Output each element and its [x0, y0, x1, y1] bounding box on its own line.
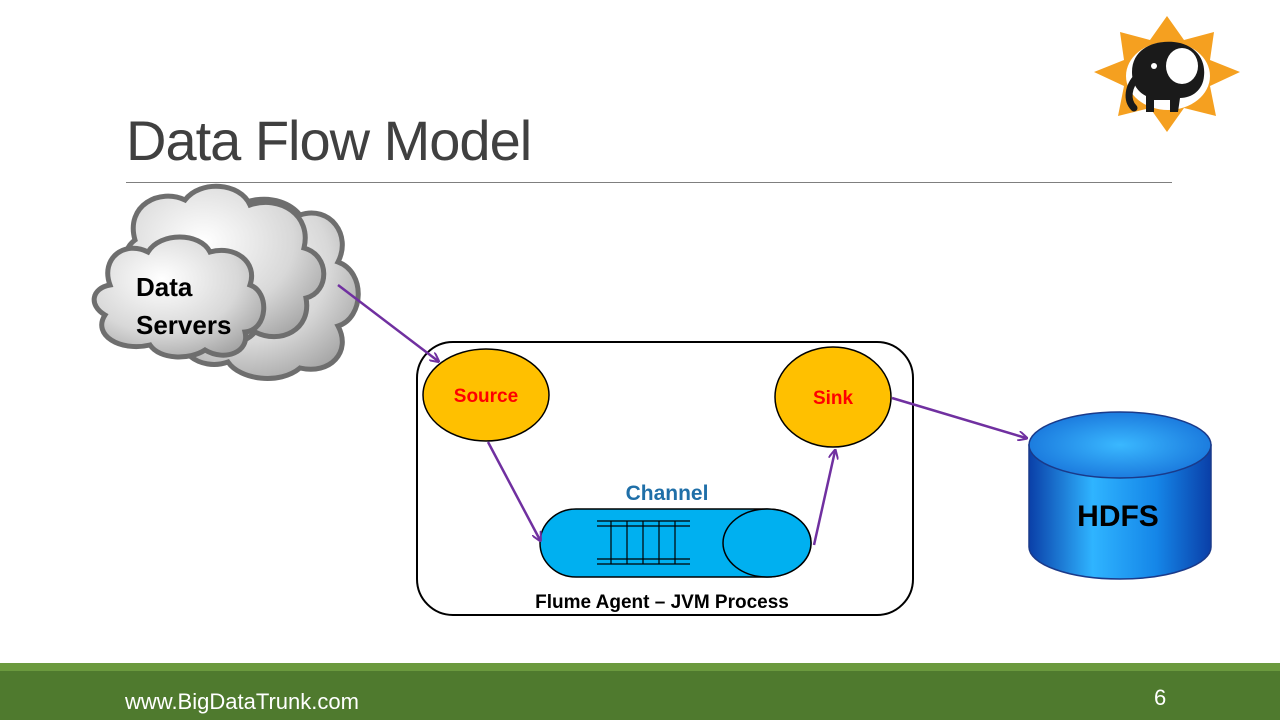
- arrow-sink-to-hdfs: [891, 396, 1026, 438]
- arrow-channel-to-sink: [812, 451, 835, 546]
- arrow-cloud-to-source: [337, 284, 438, 361]
- slide-title: Data Flow Model: [126, 109, 532, 172]
- channel-queue: [597, 520, 690, 565]
- cloud-label-data: Data: [136, 272, 193, 302]
- channel-cylinder: [539, 508, 812, 578]
- source-node: [422, 348, 550, 442]
- hdfs-cylinder: [1028, 411, 1212, 580]
- footer-accent: [0, 663, 1280, 671]
- sink-label: Sink: [813, 388, 854, 409]
- footer-bar: www.BigDataTrunk.com 6: [0, 663, 1280, 720]
- arrow-source-to-channel: [486, 441, 540, 540]
- title-divider: [126, 182, 1172, 183]
- data-flow-diagram: Data Servers Flume Agent – JVM Process S…: [91, 183, 1212, 616]
- hdfs-label: HDFS: [1077, 500, 1159, 533]
- source-label: Source: [454, 386, 518, 407]
- channel-label: Channel: [626, 482, 709, 505]
- cloud-icon-front: [91, 234, 267, 360]
- sink-node: [774, 346, 892, 448]
- footer-url: www.BigDataTrunk.com: [125, 689, 359, 714]
- page-number: 6: [1154, 685, 1167, 710]
- cloud-label-servers: Servers: [136, 310, 231, 340]
- flume-agent-label: Flume Agent – JVM Process: [535, 592, 789, 613]
- elephant-logo-icon: [1094, 16, 1240, 132]
